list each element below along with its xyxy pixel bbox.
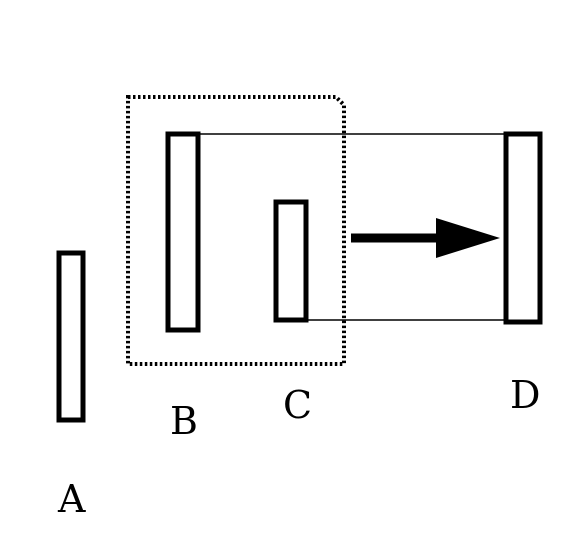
- bar-d: [503, 131, 543, 325]
- bar-a: [56, 250, 86, 423]
- label-c: C: [283, 383, 312, 427]
- label-a: A: [57, 477, 86, 521]
- bar-b: [165, 131, 201, 333]
- right-arrow-icon: [351, 218, 500, 258]
- dotted-selection-box: [126, 95, 346, 366]
- bar-c: [273, 199, 309, 323]
- label-d: D: [510, 373, 540, 417]
- label-b: B: [170, 399, 198, 443]
